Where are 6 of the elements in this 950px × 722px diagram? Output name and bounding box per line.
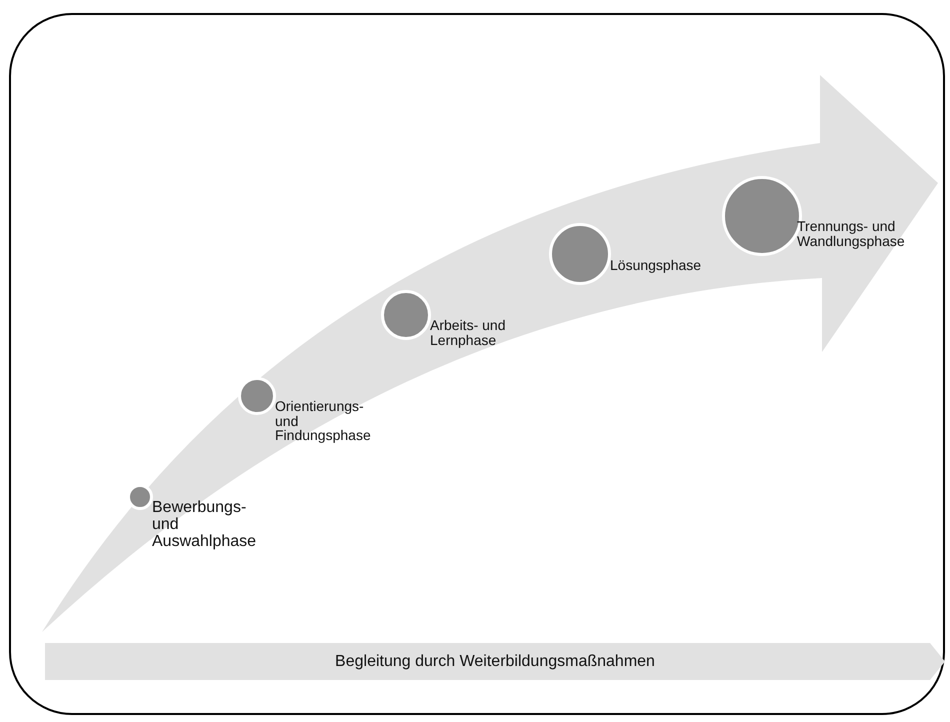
phase-label: Bewerbungs- und Auswahlphase	[152, 500, 258, 550]
phase-label: Orientierungs- und Findungsphase	[275, 399, 372, 444]
phase-label: Arbeits- und Lernphase	[430, 318, 506, 348]
phase-label: Lösungsphase	[610, 258, 702, 273]
phase-label: Trennungs- und Wandlungsphase	[797, 219, 906, 248]
band-label: Begleitung durch Weiterbildungsmaßnahmen	[335, 652, 655, 670]
